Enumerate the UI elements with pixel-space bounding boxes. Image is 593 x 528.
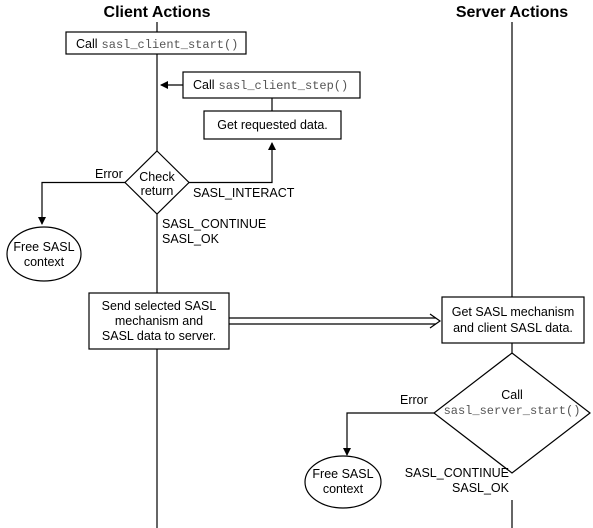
get-requested-data-label: Get requested data. bbox=[217, 118, 328, 132]
interact-arrow bbox=[189, 142, 276, 184]
server-actions-heading: Server Actions bbox=[456, 4, 568, 21]
send-mechanism-label-3: SASL data to server. bbox=[102, 329, 216, 343]
check-return-label-2: return bbox=[141, 184, 174, 198]
get-requested-data-box bbox=[203, 110, 342, 140]
server-free-label-2: context bbox=[323, 482, 364, 496]
get-mechanism-label-2: and client SASL data. bbox=[453, 321, 573, 335]
client-ok-label: SASL_OK bbox=[162, 232, 220, 246]
client-free-label-1: Free SASL bbox=[13, 240, 74, 254]
send-arrow-head bbox=[429, 313, 442, 329]
server-continue-label: SASL_CONTINUE bbox=[405, 466, 509, 480]
client-actions-heading: Client Actions bbox=[104, 4, 211, 21]
server-error-arrow bbox=[343, 412, 434, 456]
get-mechanism-label-1: Get SASL mechanism bbox=[452, 305, 575, 319]
send-mechanism-label-1: Send selected SASL bbox=[102, 299, 217, 313]
sasl-interact-label: SASL_INTERACT bbox=[193, 186, 295, 200]
client-continue-label: SASL_CONTINUE bbox=[162, 217, 266, 231]
client-error-arrow bbox=[38, 181, 125, 225]
client-error-label: Error bbox=[95, 167, 123, 181]
send-mechanism-box bbox=[88, 292, 230, 350]
server-free-label-1: Free SASL bbox=[312, 467, 373, 481]
check-return-label-1: Check bbox=[139, 170, 175, 184]
client-free-context-ellipse bbox=[6, 226, 82, 282]
server-free-context-ellipse bbox=[304, 455, 382, 509]
call-client-start-box bbox=[65, 31, 247, 55]
server-error-label: Error bbox=[400, 393, 428, 407]
check-return-diamond bbox=[124, 150, 190, 215]
get-mechanism-box bbox=[441, 296, 585, 344]
server-ok-label: SASL_OK bbox=[452, 481, 510, 495]
client-free-label-2: context bbox=[24, 255, 65, 269]
server-start-diamond bbox=[433, 352, 591, 474]
server-start-fn-label: sasl_server_start() bbox=[444, 404, 581, 418]
server-start-call-label: Call bbox=[501, 388, 523, 402]
send-mechanism-label-2: mechanism and bbox=[115, 314, 203, 328]
